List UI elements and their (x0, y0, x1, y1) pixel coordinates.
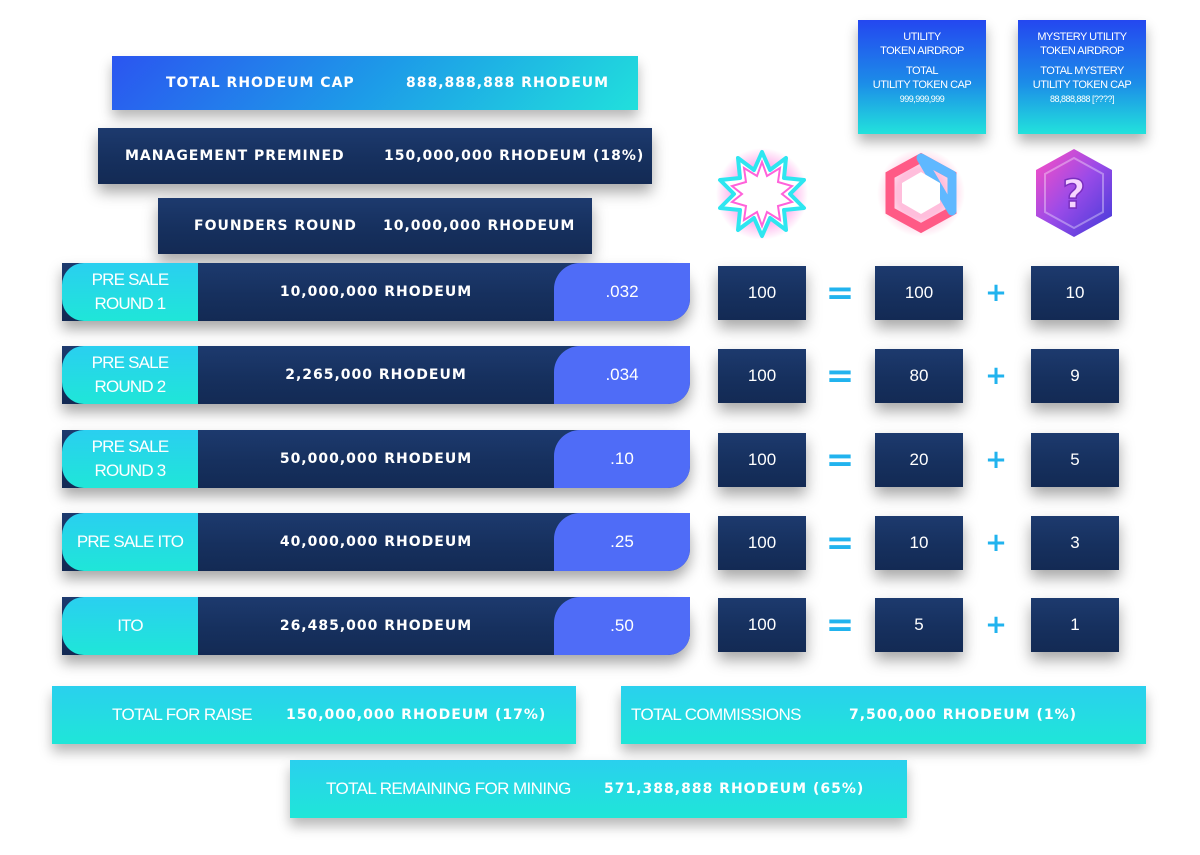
commissions-value: 7,500,000 RHODEUM (1%) (849, 707, 1078, 723)
mining-label: TOTAL REMAINING FOR MINING (326, 779, 571, 798)
round-row: PRE SALE ROUND 3 50,000,000 RHODEUM .10 (62, 430, 690, 488)
round-name: PRE SALE ITO (62, 513, 198, 571)
round-row: PRE SALE ITO 40,000,000 RHODEUM .25 (62, 513, 690, 571)
mystery-token-box: 10 (1031, 266, 1119, 320)
round-amount: 2,265,000 RHODEUM (285, 367, 467, 383)
mystery-cap-1: TOTAL MYSTERY (1040, 65, 1124, 77)
utility-title-2: TOKEN AIRDROP (880, 45, 964, 57)
round-amount: 50,000,000 RHODEUM (279, 451, 473, 467)
mystery-title-1: MYSTERY UTILITY (1037, 31, 1127, 43)
utility-token-box: 100 (875, 266, 963, 320)
round-name-line-2: ROUND 1 (94, 294, 167, 313)
round-amount: 40,000,000 RHODEUM (279, 534, 473, 550)
management-value: 150,000,000 RHODEUM (18%) (384, 148, 645, 164)
round-name-line-1: PRE SALE ITO (76, 532, 184, 551)
rhodeum-amount-box: 100 (718, 516, 806, 570)
utility-token-box: 10 (875, 516, 963, 570)
utility-cap-1: TOTAL (906, 65, 938, 77)
round-row: PRE SALE ROUND 1 10,000,000 RHODEUM .032 (62, 263, 690, 321)
utility-token-box: 5 (875, 598, 963, 652)
round-amount: 26,485,000 RHODEUM (279, 618, 473, 634)
total-cap-bar: TOTAL RHODEUM CAP 888,888,888 RHODEUM (112, 56, 638, 110)
utility-airdrop-header: UTILITY TOKEN AIRDROP TOTAL UTILITY TOKE… (858, 20, 986, 134)
round-price: .032 (554, 263, 690, 321)
total-cap-value: 888,888,888 RHODEUM (406, 75, 610, 91)
plus-sign: + (985, 278, 1007, 308)
round-price: .10 (554, 430, 690, 488)
round-name-line-2: ROUND 3 (94, 461, 167, 480)
mystery-airdrop-header: MYSTERY UTILITY TOKEN AIRDROP TOTAL MYST… (1018, 20, 1146, 134)
commissions-label: TOTAL COMMISSIONS (631, 705, 802, 724)
equals-sign: = (825, 273, 855, 313)
round-name: PRE SALE ROUND 2 (62, 346, 198, 404)
equals-sign: = (825, 605, 855, 645)
management-label: MANAGEMENT PREMINED (125, 148, 345, 164)
rhodeum-amount-box: 100 (718, 349, 806, 403)
plus-sign: + (985, 528, 1007, 558)
svg-text:?: ? (1062, 172, 1085, 218)
round-name-line-1: ITO (117, 616, 143, 635)
rhodeum-amount-box: 100 (718, 266, 806, 320)
utility-cap-value: 999,999,999 (899, 94, 945, 104)
equals-sign: = (825, 356, 855, 396)
plus-sign: + (985, 361, 1007, 391)
round-price: .50 (554, 597, 690, 655)
founders-round-bar: FOUNDERS ROUND 10,000,000 RHODEUM (158, 198, 592, 254)
round-name: PRE SALE ROUND 3 (62, 430, 198, 488)
round-name-line-1: PRE SALE (91, 353, 170, 372)
round-name-line-2: ROUND 2 (94, 377, 167, 396)
round-price: .25 (554, 513, 690, 571)
mystery-token-box: 3 (1031, 516, 1119, 570)
mystery-token-box: 5 (1031, 433, 1119, 487)
founders-value: 10,000,000 RHODEUM (383, 218, 576, 234)
mystery-title-2: TOKEN AIRDROP (1040, 45, 1124, 57)
round-amount: 10,000,000 RHODEUM (279, 284, 473, 300)
raise-label: TOTAL FOR RAISE (112, 705, 253, 724)
plus-sign: + (985, 610, 1007, 640)
spiky-gear-icon (716, 148, 808, 240)
utility-title-1: UTILITY (903, 31, 941, 43)
mystery-cap-2: UTILITY TOKEN CAP (1032, 79, 1132, 91)
round-name-line-1: PRE SALE (91, 270, 170, 289)
rhodeum-amount-box: 100 (718, 598, 806, 652)
equals-sign: = (825, 523, 855, 563)
round-row: ITO 26,485,000 RHODEUM .50 (62, 597, 690, 655)
management-premined-bar: MANAGEMENT PREMINED 150,000,000 RHODEUM … (98, 128, 652, 184)
hexagon-ring-icon (877, 149, 965, 237)
utility-cap-2: UTILITY TOKEN CAP (872, 79, 972, 91)
round-price: .034 (554, 346, 690, 404)
mining-value: 571,388,888 RHODEUM (65%) (604, 781, 865, 797)
mystery-cap-value: 88,888,888 [????] (1049, 94, 1115, 104)
round-name-line-1: PRE SALE (91, 437, 170, 456)
total-mining-bar: TOTAL REMAINING FOR MINING 571,388,888 R… (290, 760, 907, 818)
utility-token-box: 80 (875, 349, 963, 403)
mystery-token-box: 1 (1031, 598, 1119, 652)
plus-sign: + (985, 445, 1007, 475)
utility-token-box: 20 (875, 433, 963, 487)
founders-label: FOUNDERS ROUND (194, 218, 357, 234)
total-commissions-bar: TOTAL COMMISSIONS 7,500,000 RHODEUM (1%) (621, 686, 1146, 744)
rhodeum-amount-box: 100 (718, 433, 806, 487)
equals-sign: = (825, 440, 855, 480)
raise-value: 150,000,000 RHODEUM (17%) (286, 707, 547, 723)
total-for-raise-bar: TOTAL FOR RAISE 150,000,000 RHODEUM (17%… (52, 686, 576, 744)
round-name: PRE SALE ROUND 1 (62, 263, 198, 321)
round-row: PRE SALE ROUND 2 2,265,000 RHODEUM .034 (62, 346, 690, 404)
round-name: ITO (62, 597, 198, 655)
mystery-token-box: 9 (1031, 349, 1119, 403)
mystery-question-hexagon-icon: ? (1036, 149, 1112, 237)
total-cap-label: TOTAL RHODEUM CAP (166, 75, 355, 91)
